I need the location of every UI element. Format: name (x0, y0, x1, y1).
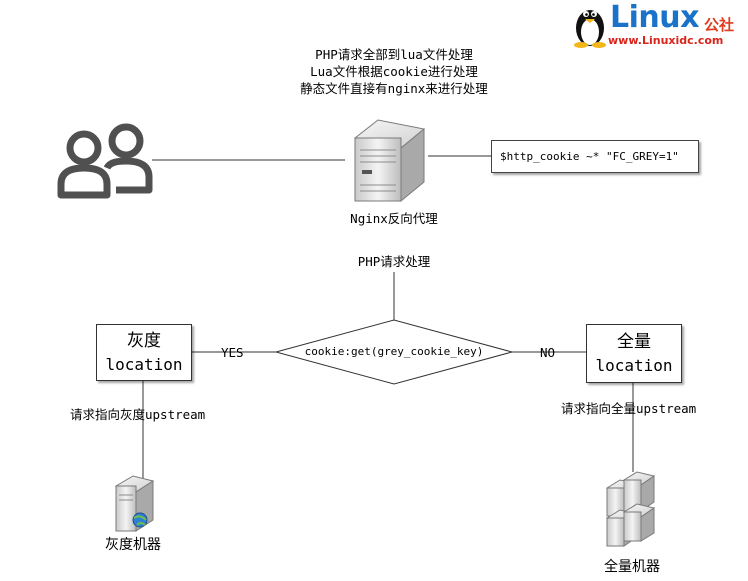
full-location-title: 全量 (617, 331, 651, 352)
tux-penguin-icon (574, 10, 606, 48)
full-machine-label: 全量机器 (604, 559, 660, 575)
note-line-1: PHP请求全部到lua文件处理 (315, 47, 473, 62)
logo-word: Linux (610, 0, 699, 35)
server-icon (353, 119, 426, 203)
grey-route-label: 请求指向灰度upstream (70, 407, 206, 422)
yes-label: YES (221, 345, 244, 360)
note-line-2: Lua文件根据cookie进行处理 (310, 64, 478, 79)
full-location-subtitle: location (595, 355, 673, 375)
grey-machine-label: 灰度机器 (105, 537, 161, 553)
cookie-rule-box: $http_cookie ~* "FC_GREY=1" (491, 140, 699, 173)
logo-suffix: 公社 (704, 16, 735, 34)
php-request-label: PHP请求处理 (357, 254, 431, 269)
globe-server-icon (114, 475, 155, 532)
notes-block: PHP请求全部到lua文件处理 Lua文件根据cookie进行处理 静态文件直接… (272, 46, 516, 97)
grey-location-subtitle: location (105, 354, 183, 374)
grey-location-title: 灰度 (127, 330, 161, 351)
note-line-3: 静态文件直接有nginx来进行处理 (300, 81, 488, 96)
logo-url: www.Linuxidc.com (608, 34, 724, 47)
grey-location-box: 灰度 location (96, 324, 192, 381)
full-location-box: 全量 location (586, 324, 682, 383)
proxy-label: Nginx反向代理 (350, 211, 438, 226)
users-icon (57, 123, 153, 199)
site-logo: Linux 公社 www.Linuxidc.com (572, 0, 748, 50)
decision-label: cookie:get(grey_cookie_key) (304, 345, 484, 358)
decision-diamond (274, 319, 514, 385)
full-route-label: 请求指向全量upstream (561, 401, 697, 416)
no-label: NO (540, 345, 556, 360)
cookie-rule-text: $http_cookie ~* "FC_GREY=1" (500, 150, 679, 163)
server-cluster-icon (605, 471, 656, 547)
